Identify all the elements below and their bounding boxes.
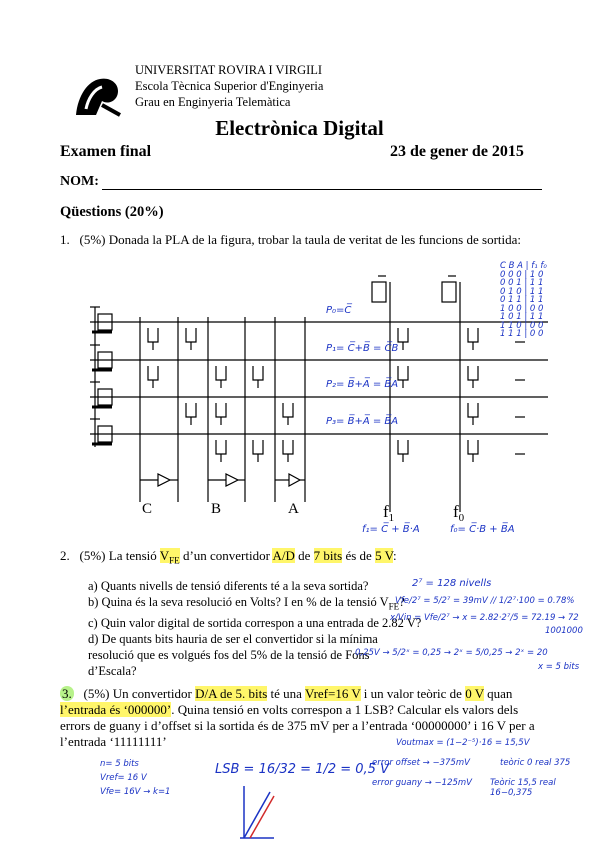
handwritten-p1: P₁= C̅+B̅ = C̅B xyxy=(326,343,399,354)
handwritten-truth-table: C B A | f₁ f₀ 0 0 0 | 1 0 0 0 1 | 1 1 0 … xyxy=(500,261,547,339)
handwritten-p3: P₃= B̅+A̅ = B̅A xyxy=(326,416,399,427)
university-logo xyxy=(76,78,121,117)
handwritten-f0: f₀= C̅·B + B̅A xyxy=(450,524,515,535)
institution-block: UNIVERSITAT ROVIRA I VIRGILI Escola Tècn… xyxy=(135,62,323,110)
section-heading: Qüestions (20%) xyxy=(60,204,164,220)
handwritten-q3-gain-note: Teòric 15,5 real 16−0,375 xyxy=(490,778,556,798)
name-label: NOM: xyxy=(60,174,99,189)
question-3: 3. (5%) Un convertidor D/A de 5. bits té… xyxy=(60,686,535,749)
handwritten-q2-c-binary: 1001000 xyxy=(545,626,583,636)
handwritten-f1: f₁= C̅ + B̅·A xyxy=(362,524,420,535)
question-2: 2. (5%) La tensió VFE d’un convertidor A… xyxy=(60,548,397,566)
question-1: 1. (5%) Donada la PLA de la figura, trob… xyxy=(60,232,540,248)
handwritten-q3-given: n= 5 bits Vref= 16 V Vfe= 16V → k=1 xyxy=(100,759,171,797)
handwritten-q2-a: 2⁷ = 128 nivells xyxy=(412,578,492,589)
exam-type: Examen final xyxy=(60,143,152,160)
degree-name: Grau en Enginyeria Telemàtica xyxy=(135,95,291,109)
handwritten-q2-c: x/Vin = Vfe/2⁷ → x = 2.82·2⁷/5 = 72.19 →… xyxy=(390,613,579,623)
q3-number: 3. xyxy=(60,686,74,701)
handwritten-q2-d-result: x = 5 bits xyxy=(538,662,580,672)
pla-circuit-diagram: C B A f1 f0 xyxy=(90,275,548,524)
input-label-c: C xyxy=(142,501,152,517)
highlight-vfe: VFE xyxy=(159,548,180,566)
output-label-f0: f0 xyxy=(453,502,465,524)
handwritten-q2-d: 0,25V → 5/2ˣ = 0,25 → 2ˣ = 5/0,25 → 2ˣ =… xyxy=(355,648,548,658)
university-name: UNIVERSITAT ROVIRA I VIRGILI xyxy=(135,63,323,77)
output-label-f1: f1 xyxy=(383,502,394,524)
name-line xyxy=(102,189,542,190)
q1-number: 1. xyxy=(60,232,70,247)
q2-item-d: d) De quants bits hauria de ser el conve… xyxy=(88,631,378,678)
handwritten-q2-b: Vfe/2⁷ = 5/2⁷ = 39mV // 1/2⁷·100 = 0.78% xyxy=(395,596,575,606)
handwritten-q3-offset-note: teòric 0 real 375 xyxy=(500,758,571,768)
handwritten-q3-gain: error guany → −125mV xyxy=(372,778,472,788)
handwritten-transfer-sketch xyxy=(240,786,275,839)
q1-weight: (5%) xyxy=(79,232,106,247)
handwritten-q3-lsb: LSB = 16/32 = 1/2 = 0,5 V xyxy=(215,762,389,777)
input-label-a: A xyxy=(288,501,299,517)
q1-text: Donada la PLA de la figura, trobar la ta… xyxy=(108,232,521,247)
exam-title: Electrònica Digital xyxy=(215,116,384,140)
q2-item-c: c) Quin valor digital de sortida corresp… xyxy=(88,615,422,630)
q2-item-a: a) Quants nivells de tensió diferents té… xyxy=(88,579,369,593)
question-2-items: a) Quants nivells de tensió diferents té… xyxy=(88,578,548,679)
school-name: Escola Tècnica Superior d'Enginyeria xyxy=(135,79,324,93)
input-label-b: B xyxy=(211,501,221,517)
handwritten-p0: P₀=C̅ xyxy=(326,305,352,316)
handwritten-q3-offset: error offset → −375mV xyxy=(372,758,470,768)
q2-item-b: b) Quina és la seva resolució en Volts? … xyxy=(88,595,405,612)
exam-date: 23 de gener de 2015 xyxy=(390,143,524,160)
handwritten-q3-vout: Voutmax = (1−2⁻⁵)·16 = 15,5V xyxy=(396,738,530,748)
handwritten-p2: P₂= B̅+A̅ = B̅A xyxy=(326,379,399,390)
